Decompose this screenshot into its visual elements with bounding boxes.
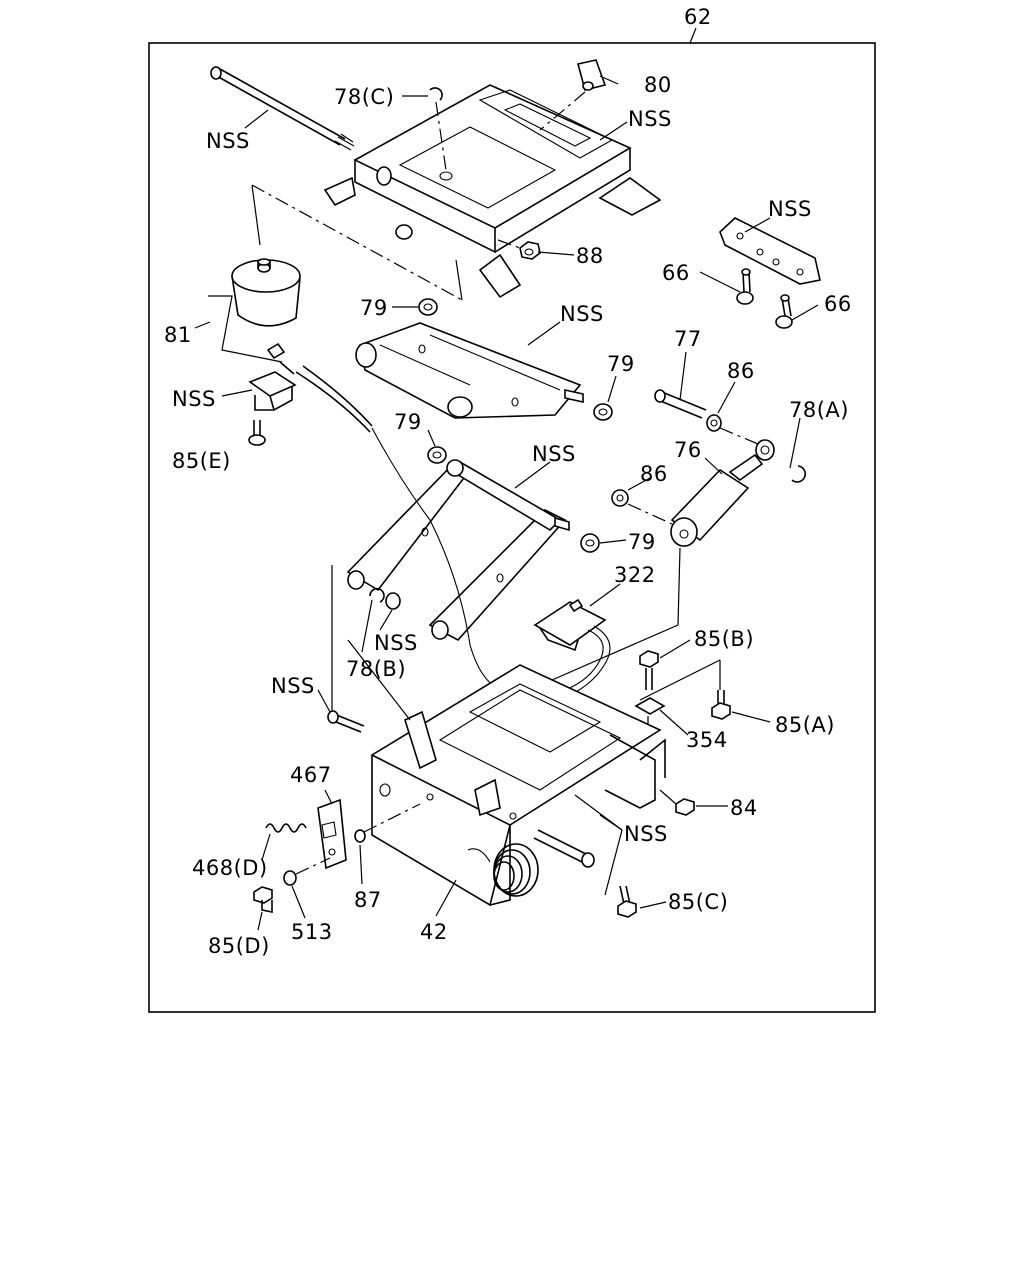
bushing-79-d: [580, 533, 600, 553]
callout-86-b: 86: [640, 462, 668, 486]
screw-85e-part: [248, 420, 266, 446]
callout-nss-seat-rod: NSS: [206, 129, 250, 153]
washer-86-a: [706, 414, 722, 432]
latch-467-part: [317, 798, 347, 870]
diagram-frame: [148, 42, 876, 1013]
bushing-79-c: [427, 446, 447, 464]
callout-nss-upper-frame: NSS: [628, 107, 672, 131]
callout-nss-bushing: NSS: [374, 631, 418, 655]
callout-85a: 85(A): [775, 713, 835, 737]
callout-labels: NSS 78(C) 80 NSS NSS 88 66 66 79 NSS 81 …: [164, 73, 852, 958]
bolt-66-right-part: [775, 294, 793, 329]
shock-absorber-76-part: [670, 439, 775, 547]
callout-468d: 468(D): [192, 856, 268, 880]
callout-78b: 78(B): [346, 657, 406, 681]
callout-nss-pin: NSS: [271, 674, 315, 698]
callout-79-a: 79: [360, 296, 388, 320]
clip-78b-part: [369, 587, 385, 603]
air-spring-81-part: [231, 258, 301, 327]
clip-78a-part: [791, 465, 807, 483]
bushing-79-a: [418, 298, 438, 316]
reference-leader: [689, 27, 697, 44]
callout-nss-shaft: NSS: [624, 822, 668, 846]
leader-lines: [221, 75, 819, 931]
nut-88-part: [497, 239, 541, 260]
seat-rod-part: [210, 66, 355, 151]
callout-79-d: 79: [628, 530, 656, 554]
washer-513-part: [283, 870, 297, 886]
bolt-85d-part: [253, 886, 273, 913]
callout-513: 513: [291, 920, 333, 944]
washer-86-b: [611, 489, 629, 507]
part-80: [539, 59, 607, 131]
callout-85c: 85(C): [668, 890, 728, 914]
bushing-nss-part: [385, 592, 401, 610]
callout-79-c: 79: [394, 410, 422, 434]
callout-nss-bracket: NSS: [768, 197, 812, 221]
nut-84-part: [675, 798, 695, 816]
upper-scissor-arm-part: [355, 322, 584, 419]
callout-79-b: 79: [607, 352, 635, 376]
bolt-85b-part: [639, 650, 659, 690]
callout-66-left: 66: [662, 261, 690, 285]
hose-fitting-part: [266, 342, 373, 433]
callout-42: 42: [420, 920, 448, 944]
bolt-85c-part: [617, 885, 637, 918]
side-bracket-part: [719, 217, 821, 285]
callout-80: 80: [644, 73, 672, 97]
washer-354-part: [634, 697, 666, 715]
callout-467: 467: [290, 763, 332, 787]
base-pin-part: [327, 710, 365, 733]
base-frame-42-part: [370, 664, 666, 907]
callout-nss-lower-arm: NSS: [532, 442, 576, 466]
callout-78a: 78(A): [789, 398, 849, 422]
switch-322-part: [533, 598, 611, 697]
callout-88: 88: [576, 244, 604, 268]
callout-78c: 78(C): [334, 85, 394, 109]
callout-85b: 85(B): [694, 627, 754, 651]
callout-84: 84: [730, 796, 758, 820]
pin-77-part: [654, 389, 707, 419]
callout-76: 76: [674, 438, 702, 462]
reference-number: 62: [684, 5, 712, 29]
lower-scissor-arm-part: [346, 459, 570, 642]
base-shaft-part: [533, 829, 595, 868]
spring-468d-part: [265, 823, 307, 833]
callout-85d: 85(D): [208, 934, 270, 958]
callout-nss-clip: NSS: [172, 387, 216, 411]
bolt-66-left-part: [736, 268, 754, 305]
callout-85e: 85(E): [172, 449, 231, 473]
callout-81: 81: [164, 323, 192, 347]
callout-322: 322: [614, 563, 656, 587]
torsion-spring-part: [467, 843, 539, 897]
callout-87: 87: [354, 888, 382, 912]
bushing-79-b: [593, 403, 613, 421]
hose-clip-part: [248, 371, 297, 411]
callout-nss-upper-arm: NSS: [560, 302, 604, 326]
callout-66-right: 66: [824, 292, 852, 316]
callout-354: 354: [686, 728, 728, 752]
washer-87-part: [354, 829, 366, 843]
callout-86-a: 86: [727, 359, 755, 383]
bolt-85a-part: [711, 690, 731, 720]
upper-frame-part: [323, 84, 662, 299]
callout-77: 77: [674, 327, 702, 351]
clip-78c-part: [429, 87, 443, 101]
